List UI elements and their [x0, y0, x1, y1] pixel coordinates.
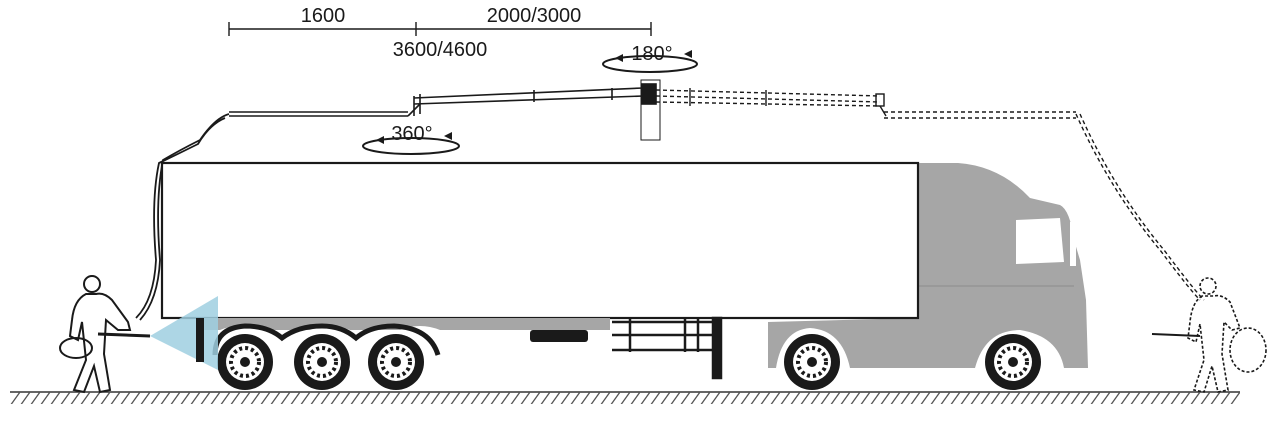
rotation-360-label: 360°: [391, 123, 432, 145]
rotation-180-label: 180°: [631, 43, 672, 65]
ground: [10, 391, 1240, 404]
rear-bumper: [196, 318, 204, 362]
hose-main-outer: [135, 117, 226, 319]
dimension-3600-4600: 3600/4600: [393, 39, 488, 61]
trailer-box: [160, 161, 920, 320]
boom-extended-joints: [689, 88, 887, 117]
wheel-trailer-1: [217, 334, 273, 390]
rotation-360-indicator: [362, 132, 460, 155]
dimension-2000-3000: 2000/3000: [487, 5, 582, 27]
wheel-arches: [212, 323, 441, 356]
ghost-operator-figure: [1151, 277, 1267, 393]
wheel-tractor-steer: [985, 334, 1041, 390]
boom-arm: [229, 79, 661, 141]
wheel-trailer-2: [294, 334, 350, 390]
boom-arm-extended-dashed: [655, 89, 1205, 301]
landing-gear: [612, 316, 723, 380]
tractor-unit: [768, 163, 1088, 368]
trailer-toolbox: [530, 330, 588, 342]
dimension-lines: [228, 22, 652, 36]
operator-figure: [59, 275, 151, 394]
wheel-tractor-front-drive: [784, 334, 840, 390]
dimension-1600: 1600: [301, 5, 346, 27]
wheel-trailer-3: [368, 334, 424, 390]
rotation-180-indicator: [602, 50, 698, 73]
